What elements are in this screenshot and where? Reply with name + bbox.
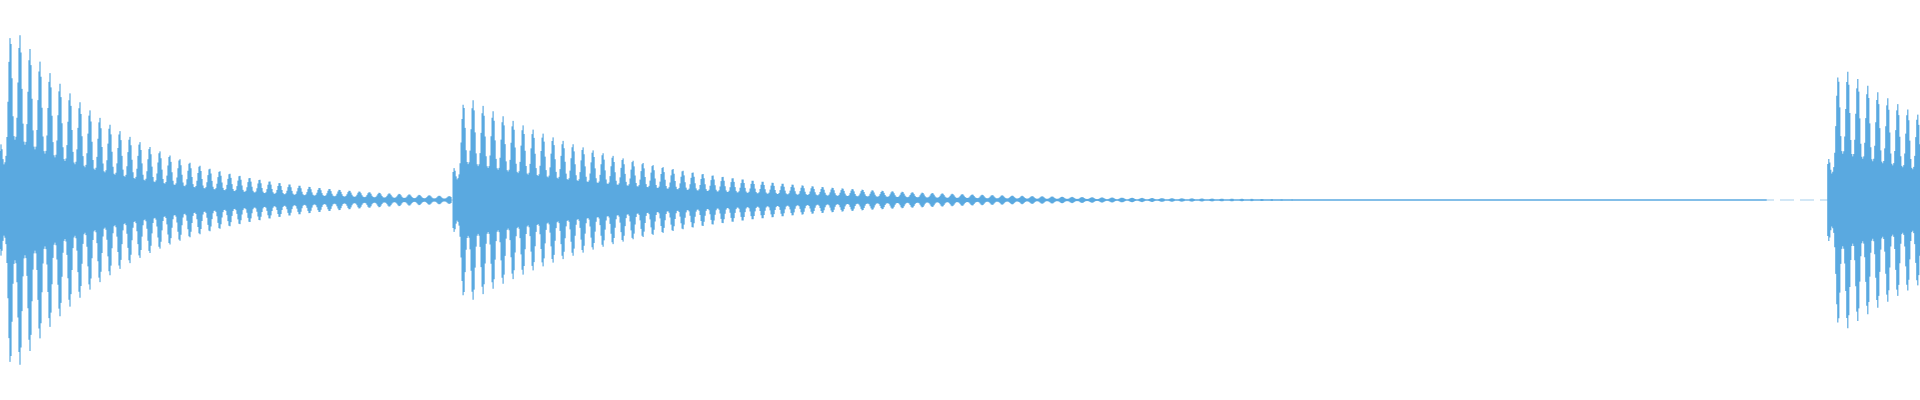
waveform-trace xyxy=(0,35,452,365)
waveform-event-pluck-2 xyxy=(452,100,1767,300)
waveform-events xyxy=(0,35,1920,365)
waveform-trace xyxy=(1827,71,1920,329)
waveform-trace xyxy=(452,100,1767,300)
waveform-event-pluck-3 xyxy=(1827,71,1920,329)
waveform-event-pluck-1 xyxy=(0,35,452,365)
